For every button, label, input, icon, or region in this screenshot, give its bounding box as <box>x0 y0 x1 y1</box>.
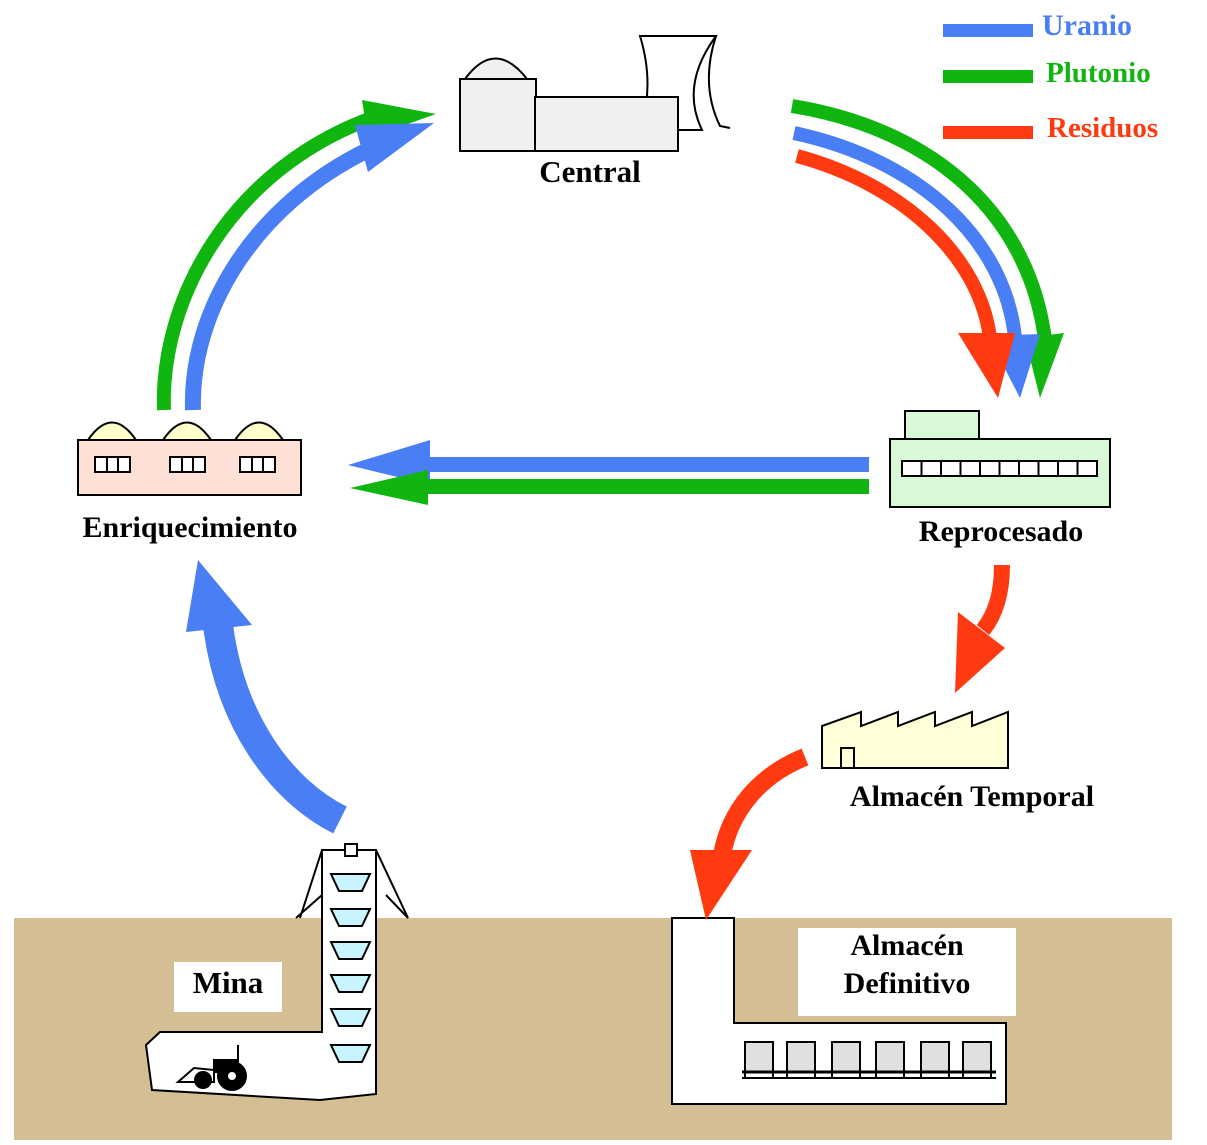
legend-label-uranio: Uranio <box>1042 9 1132 42</box>
almacen-definitivo-label-line1: Almacén <box>850 929 964 962</box>
mina-label-bg <box>174 962 282 1012</box>
reprocesado-label: Reprocesado <box>919 515 1083 548</box>
almacen-temporal-label: Almacén Temporal <box>850 780 1094 813</box>
legend-label-residuos: Residuos <box>1047 112 1158 144</box>
mina-label: Mina <box>193 965 264 1000</box>
arrow-reprocesado-to-enriquecimiento-plutonio <box>350 470 869 505</box>
arrow-almacen-temporal-to-definitivo <box>690 748 809 920</box>
legend: Uranio Plutonio Residuos <box>943 9 1158 144</box>
arrow-reprocesado-to-enriquecimiento-uranio <box>348 440 869 485</box>
arrow-reprocesado-to-almacen-temporal <box>955 564 1010 693</box>
temporary-storage-icon <box>821 710 1009 769</box>
arrow-mina-to-enriquecimiento <box>186 560 348 834</box>
legend-swatch-plutonio <box>943 70 1033 83</box>
legend-swatch-uranio <box>943 24 1033 37</box>
central-label: Central <box>539 154 641 189</box>
enrichment-plant-icon <box>77 421 302 496</box>
mine-icon <box>144 843 409 1102</box>
central-plant-icon <box>459 35 731 152</box>
arrow-central-to-reprocesado-residuos <box>795 149 1015 398</box>
almacen-definitivo-label-bg <box>798 928 1016 1016</box>
final-storage-icon <box>671 917 1007 1105</box>
arrow-enriquecimiento-to-central-uranio <box>184 123 434 411</box>
almacen-definitivo-label-line2: Definitivo <box>844 967 971 1000</box>
legend-label-plutonio: Plutonio <box>1046 57 1151 89</box>
reprocessing-plant-icon <box>889 410 1111 508</box>
legend-swatch-residuos <box>943 126 1033 139</box>
enriquecimiento-label: Enriquecimiento <box>83 511 298 544</box>
